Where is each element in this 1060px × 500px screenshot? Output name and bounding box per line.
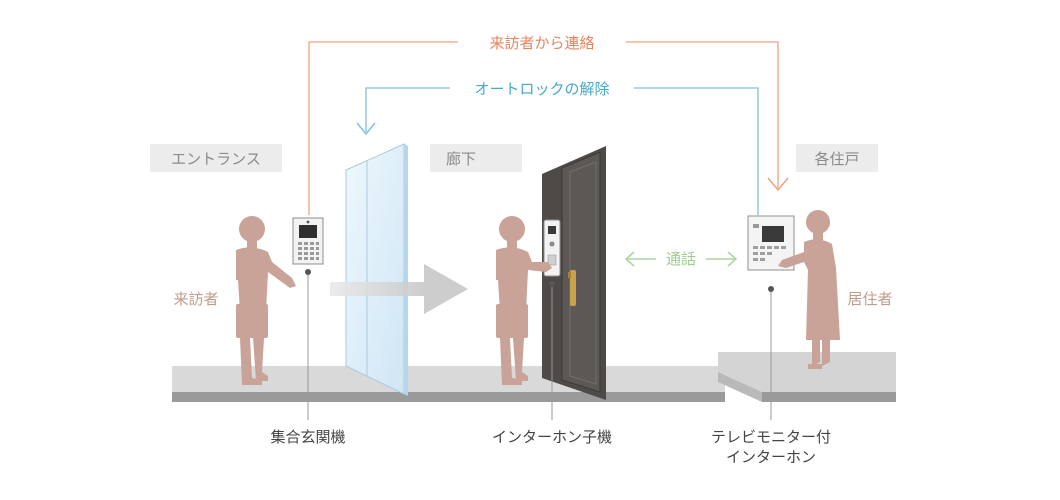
floor bbox=[172, 352, 896, 402]
release-arrowhead bbox=[356, 122, 376, 136]
autolock-release-flow bbox=[356, 87, 759, 215]
entrance-panel-device bbox=[292, 217, 324, 265]
monitor-label-line2: インターホン bbox=[726, 448, 816, 466]
visitor-figure bbox=[236, 216, 296, 385]
area-tag-entrance bbox=[150, 144, 282, 172]
autolock-release-label: オートロックの解除 bbox=[474, 80, 609, 98]
contact-arrowhead bbox=[767, 177, 789, 192]
visitor-label: 来訪者 bbox=[173, 290, 218, 308]
resident-label: 居住者 bbox=[847, 290, 892, 308]
area-unit-label: 各住戸 bbox=[814, 150, 859, 168]
monitor-pointer-dot bbox=[768, 286, 774, 292]
area-tag-corridor bbox=[430, 144, 522, 172]
resident-figure bbox=[778, 210, 840, 369]
door-station-pointer-dot bbox=[549, 281, 555, 287]
auto-lock-glass-door bbox=[345, 143, 408, 396]
talk-flow bbox=[624, 251, 738, 267]
talk-label: 通話 bbox=[666, 250, 696, 268]
area-corridor-label: 廊下 bbox=[446, 150, 476, 168]
monitor-label-line1: テレビモニター付 bbox=[711, 428, 831, 446]
corridor-visitor-figure bbox=[496, 216, 552, 385]
area-tag-unit bbox=[796, 144, 878, 172]
area-entrance-label: エントランス bbox=[171, 150, 261, 168]
entrance-panel-pointer-dot bbox=[305, 269, 311, 275]
passage-arrow bbox=[330, 264, 468, 314]
unit-door bbox=[542, 146, 606, 400]
door-station-label: インターホン子機 bbox=[492, 428, 612, 446]
visitor-contact-label: 来訪者から連絡 bbox=[489, 34, 594, 52]
entrance-panel-label: 集合玄関機 bbox=[270, 428, 345, 446]
visitor-contact-flow bbox=[308, 41, 789, 215]
